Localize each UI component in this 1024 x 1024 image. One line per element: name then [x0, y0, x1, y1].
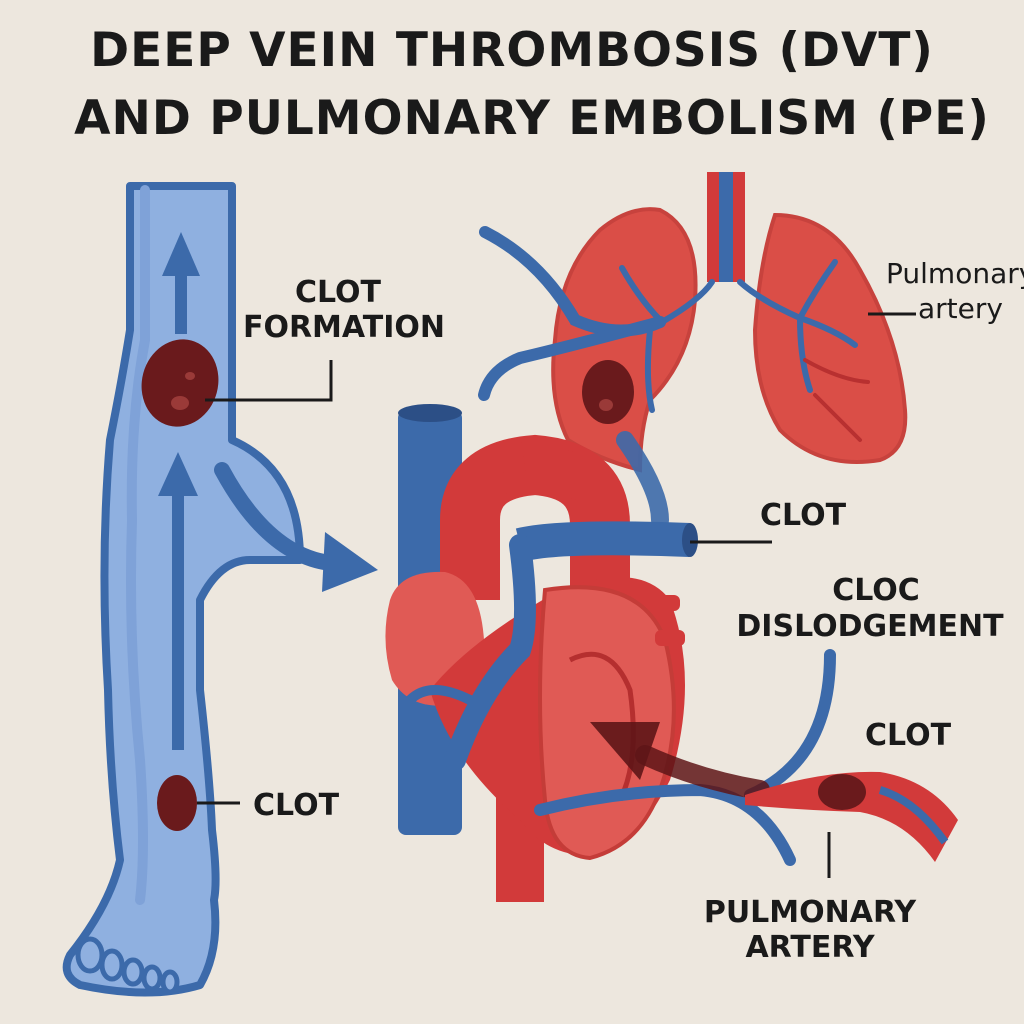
- blood-flow-arrows: [158, 232, 200, 750]
- dislodgement-label-1: CLOC: [832, 573, 920, 608]
- clot-formation-label-1: CLOT: [295, 275, 382, 310]
- dislodged-clot-path: [744, 649, 836, 801]
- flow-arrow-head: [322, 532, 378, 592]
- toes: [75, 936, 180, 995]
- flow-arrow-to-heart: [214, 462, 338, 571]
- inner-vein-channel: [126, 185, 150, 905]
- heart-illustration: [385, 404, 836, 902]
- clot-formation-leader: [205, 360, 333, 402]
- right-lung: [752, 212, 908, 464]
- leg-clot-label: CLOT: [253, 788, 340, 823]
- bronchi: [619, 259, 858, 413]
- clot-travel-arrow-head: [590, 722, 660, 780]
- clot-formation-clot: [141, 339, 219, 427]
- pulmonary-artery-label-2: ARTERY: [745, 930, 875, 965]
- clot-formation-label-2: FORMATION: [243, 310, 445, 345]
- lung-artery-label-1: Pulmonary: [886, 257, 1024, 290]
- clot-highlight: [171, 396, 189, 410]
- artery-clot-label: CLOT: [865, 718, 952, 753]
- heart-clot-label: CLOT: [760, 498, 847, 533]
- clot-highlight: [185, 372, 195, 380]
- dislodgement-label-2: DISLODGEMENT: [736, 609, 1004, 644]
- lung-artery-label-2: artery: [918, 292, 1003, 325]
- return-vessel: [534, 783, 796, 866]
- lungs-illustration: [478, 172, 908, 473]
- title-line-2: AND PULMONARY EMBOLISM (PE): [74, 91, 990, 146]
- pulmonary-trunk: [515, 521, 691, 562]
- clot-travel-arrow: [635, 745, 770, 800]
- artery-clot: [818, 774, 866, 810]
- leg-vein-illustration: [62, 182, 378, 997]
- title-line-1: DEEP VEIN THROMBOSIS (DVT): [90, 23, 934, 78]
- lung-clot: [582, 360, 634, 424]
- leg-clot: [157, 775, 197, 831]
- pulmonary-artery-label-1: PULMONARY: [704, 895, 918, 930]
- pulmonary-artery-segment: [745, 771, 958, 862]
